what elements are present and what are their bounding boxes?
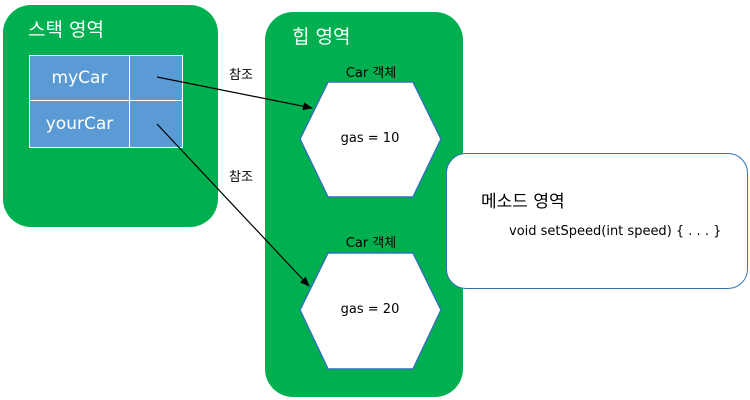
reference-label-1: 참조 (229, 68, 253, 83)
yourcar-variable-cell: yourCar (29, 100, 130, 148)
method-area: 메소드 영역 void setSpeed(int speed) { . . . … (446, 153, 748, 289)
yourcar-reference-cell (129, 100, 183, 148)
car-object-1-hexagon (299, 81, 442, 198)
car-object-1-content: gas = 10 (340, 131, 400, 146)
yourcar-reference-arrow (156, 123, 310, 287)
mycar-variable-cell: myCar (29, 55, 130, 101)
reference-label-2: 참조 (229, 170, 253, 185)
mycar-reference-arrow (156, 76, 313, 111)
method-signature: void setSpeed(int speed) { . . . } (509, 224, 722, 239)
car-object-1-label: Car 객체 (345, 66, 397, 81)
car-object-2-content: gas = 20 (340, 302, 400, 317)
heap-area-title: 힙 영역 (292, 26, 351, 48)
mycar-reference-cell (129, 55, 183, 101)
method-area-title: 메소드 영역 (481, 192, 565, 212)
stack-area-title: 스택 영역 (28, 19, 104, 41)
car-object-2-label: Car 객체 (345, 236, 397, 251)
car-object-2-hexagon (299, 252, 442, 370)
